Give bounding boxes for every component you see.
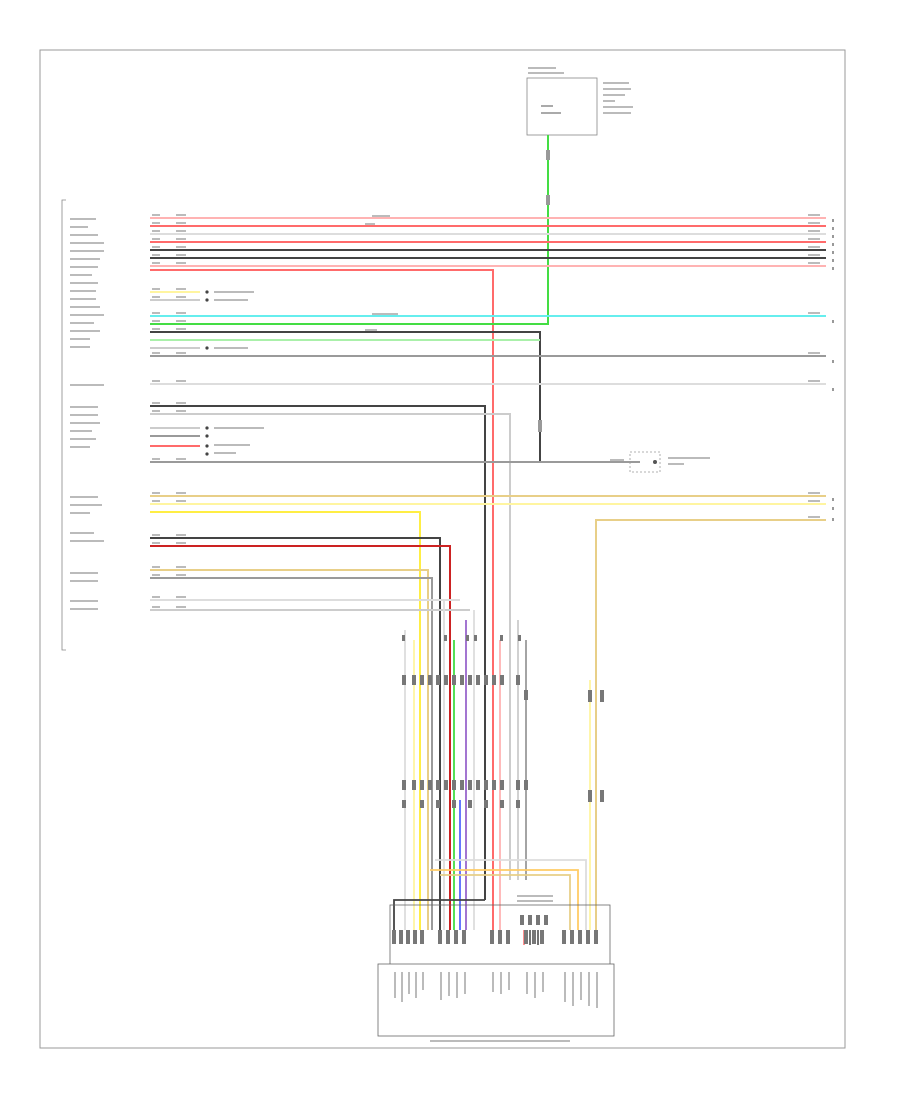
right-terminations [808, 214, 834, 521]
top-component [526, 67, 633, 136]
right-component [540, 451, 710, 473]
page-border [39, 49, 846, 1049]
bottom-connector [377, 904, 615, 1042]
left-module [61, 199, 104, 651]
mid-wire-labels [365, 215, 398, 331]
module-pin-labels [70, 218, 104, 610]
off-page-notes [214, 291, 264, 454]
horizontal-wires [150, 217, 826, 930]
off-page-dots [205, 290, 209, 456]
connector-markers [402, 635, 604, 808]
wire-color-codes [152, 214, 186, 608]
